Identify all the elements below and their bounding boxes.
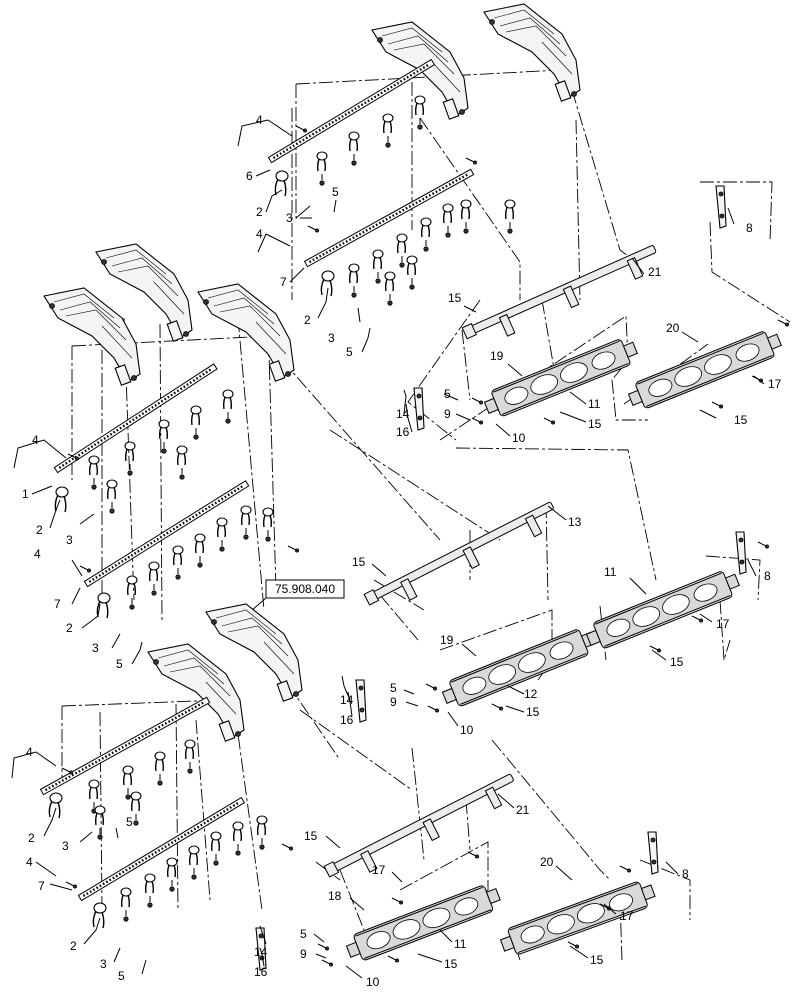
callout: 15 [444,957,458,971]
callout: 18 [328,889,342,903]
callout: 2 [304,313,311,327]
callout: 3 [328,331,335,345]
callout: 10 [512,431,526,445]
callout: 10 [460,723,474,737]
top-basket-assembly [413,185,790,431]
callout: 15 [670,655,684,669]
callout: 2 [256,205,263,219]
callout: 16 [340,713,354,727]
callout: 16 [396,425,410,439]
callout: 14 [254,945,268,959]
callout: 4 [26,745,33,759]
callout: 8 [764,569,771,583]
callouts: 4 6 2 3 5 4 7 2 3 5 8 21 15 19 20 5 9 14… [22,113,782,989]
callout: 2 [36,523,43,537]
callout: 6 [246,169,253,183]
callout: 3 [92,641,99,655]
callout: 13 [568,515,582,529]
callout: 17 [620,909,634,923]
callout: 20 [540,855,554,869]
callout: 17 [768,377,782,391]
callout: 5 [332,185,339,199]
reference-number: 75.908.040 [275,582,335,596]
callout: 8 [746,221,753,235]
callout: 5 [390,681,397,695]
top-frame-arms [371,3,581,120]
middle-frame-arms [43,243,295,386]
callout: 4 [32,433,39,447]
callout: 11 [588,397,601,411]
callout: 19 [490,349,504,363]
callout: 21 [648,265,662,279]
callout: 14 [396,407,410,421]
callout: 20 [666,321,680,335]
callout: 15 [448,291,462,305]
callout: 9 [300,947,307,961]
callout: 9 [390,695,397,709]
callout: 7 [38,879,45,893]
callout: 15 [304,829,318,843]
callout: 9 [444,407,451,421]
callout: 3 [66,533,73,547]
callout: 5 [116,657,123,671]
callout: 3 [100,957,107,971]
callout: 17 [372,863,386,877]
callout: 15 [734,413,748,427]
callout: 15 [352,555,366,569]
callout: 4 [26,855,33,869]
callout: 15 [526,705,540,719]
callout: 15 [590,953,604,967]
callout: 1 [22,487,29,501]
callout: 19 [440,633,454,647]
callout: 5 [300,927,307,941]
callout: 5 [444,387,451,401]
callout: 15 [588,417,602,431]
callout: 5 [346,345,353,359]
callout: 8 [682,867,689,881]
callout: 14 [340,693,354,707]
callout: 11 [604,565,617,579]
callout: 12 [524,687,538,701]
callout: 16 [254,965,268,979]
leader-lines [11,119,765,979]
callout: 2 [66,621,73,635]
callout: 5 [126,815,133,829]
callout: 4 [34,547,41,561]
callout: 11 [454,937,467,951]
middle-basket-assembly [355,499,770,723]
callout: 7 [54,597,61,611]
callout: 21 [516,803,530,817]
callout: 2 [70,939,77,953]
callout: 10 [366,975,380,989]
callout: 7 [280,275,287,289]
top-spring-tines [274,95,516,306]
bottom-harrow-bars [39,696,246,902]
callout: 3 [286,211,293,225]
callout: 2 [28,831,35,845]
callout: 4 [256,227,263,241]
callout: 4 [256,113,263,127]
callout: 5 [118,969,125,983]
middle-harrow-bar-1 [53,362,250,588]
reference-box: 75.908.040 [235,579,345,625]
callout: 17 [716,617,730,631]
callout: 3 [62,839,69,853]
